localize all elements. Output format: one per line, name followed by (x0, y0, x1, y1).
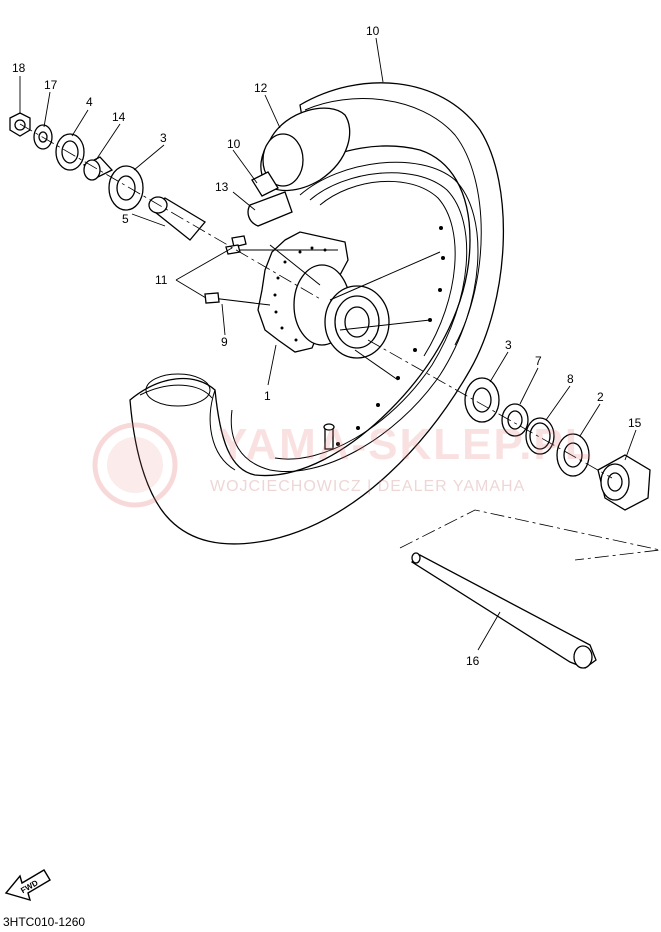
spokes (240, 244, 441, 381)
callout-labels: 10 12 10 13 18 17 4 14 3 5 11 9 1 3 7 8 … (12, 24, 642, 668)
callout-2: 2 (597, 390, 604, 404)
circlip-7 (525, 417, 555, 455)
rim (230, 161, 479, 472)
callout-12: 12 (254, 81, 268, 95)
callout-3-left: 3 (160, 131, 167, 145)
callout-11: 10 (366, 24, 380, 38)
callout-13: 13 (215, 180, 229, 194)
callout-6: 7 (535, 354, 542, 368)
spacer-5 (148, 196, 206, 241)
wheel-axle (410, 552, 597, 669)
callout-1: 1 (264, 389, 271, 403)
leader-lines (19, 37, 637, 651)
bearing-3-left (108, 165, 144, 211)
callout-15: 14 (112, 110, 126, 124)
hub (257, 231, 390, 359)
collar-15 (82, 156, 114, 181)
callout-18: 18 (12, 61, 26, 75)
diagram-code: 3HTC010-1260 (3, 915, 86, 929)
speedometer-gear-14 (597, 454, 651, 511)
callout-14: 15 (628, 416, 642, 430)
callout-9: 10 (227, 137, 241, 151)
rim-band (251, 171, 279, 197)
clutch-meter-6 (501, 403, 529, 437)
spoke (204, 292, 271, 306)
axle-nut (9, 112, 31, 137)
spoke-nipples (225, 235, 247, 255)
callout-4: 4 (86, 95, 93, 109)
inner-tube (260, 107, 351, 192)
callout-16: 16 (466, 654, 480, 668)
rim-lock (247, 191, 293, 227)
bearing-3-right (464, 377, 500, 423)
valve (323, 423, 335, 450)
callout-10: 11 (155, 273, 168, 287)
axle-centerlines (19, 123, 661, 561)
callout-17: 17 (44, 78, 58, 92)
callout-8: 9 (221, 335, 228, 349)
callout-3-right: 3 (505, 338, 512, 352)
callout-5: 5 (122, 212, 129, 226)
oil-seal-4 (55, 133, 85, 171)
oil-seal-2 (556, 433, 590, 477)
callout-7: 8 (567, 372, 574, 386)
fwd-arrow: FWD (4, 869, 51, 902)
tire (129, 82, 505, 545)
